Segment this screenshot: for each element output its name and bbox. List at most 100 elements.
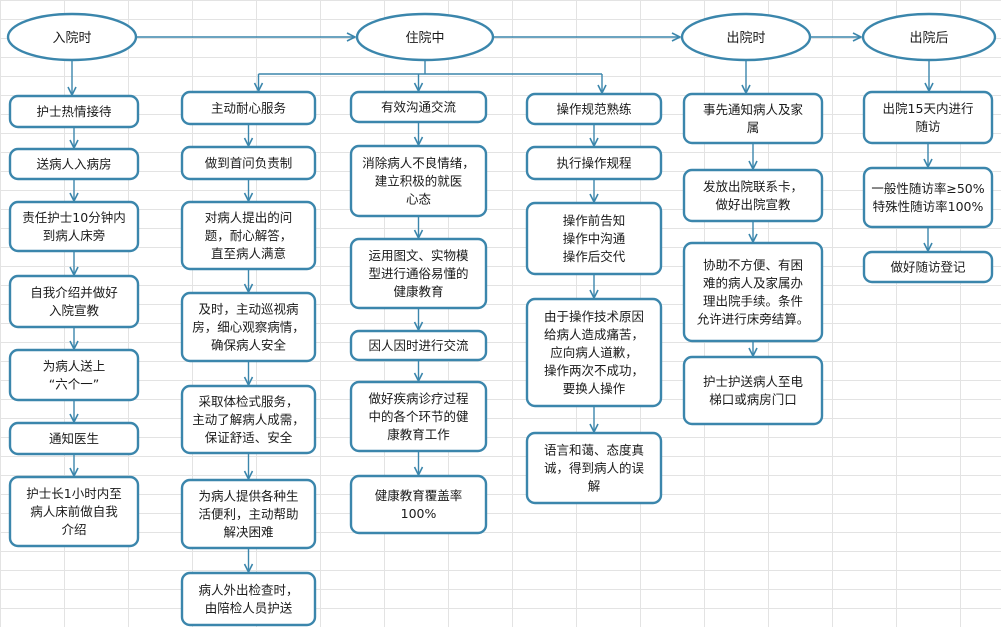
step-box: 护士长1小时内至病人床前做自我介绍 [8,475,140,548]
step-box: 出院15天内进行随访 [862,90,994,145]
phase-label: 住院中 [405,31,444,46]
step-box: 主动耐心服务 [180,90,317,126]
step-box: 做到首问负责制 [180,145,317,181]
step-box-frame [525,431,663,505]
step-box-text: 对病人提出的问题，耐心解答，直至病人满意 [205,210,293,261]
step-box: 执行操作规程 [525,145,663,181]
step-box-text: 病人外出检查时，由陪检人员护送 [198,583,298,616]
step-box-frame [682,92,824,145]
step-box-frame [349,380,488,453]
phase-inpatient: 住院中 [355,12,495,62]
step-box-text: 为病人提供各种生活便利，主动帮助解决困难 [198,489,298,540]
step-box-frame [349,474,488,535]
phase-label: 出院时 [726,31,765,46]
step-box-text: 送病人入病房 [36,157,111,172]
step-box-frame [862,166,994,229]
step-box-text: 及时，主动巡视病房，细心观察病情，确保病人安全 [192,302,305,353]
step-box-text: 出院15天内进行随访 [883,101,974,134]
nodes: 入院时 住院中 出院时 出院后护士热情接待送病人入病房责任护士10分钟内到病人床旁自我… [6,12,997,627]
step-box-text: 发放出院联系卡，做好出院宣教 [703,179,803,212]
phase-label: 入院时 [52,31,91,46]
column-c4: 操作规范熟练执行操作规程操作前告知操作中沟通操作后交代由于操作技术原因给病人造成… [525,92,663,505]
step-box-frame [180,384,317,455]
step-box-text: 协助不方便、有困难的病人及家属办理出院手续。条件允许进行床旁结算。 [697,258,810,327]
step-box: 操作规范熟练 [525,92,663,126]
column-c3: 有效沟通交流消除病人不良情绪，建立积极的就医心态运用图文、实物模型进行通俗易懂的… [349,90,488,535]
phase-ellipse [680,12,812,62]
phase-after: 出院后 [861,12,997,62]
step-box-text: 事先通知病人及家属 [703,102,804,135]
step-box: 对病人提出的问题，耐心解答，直至病人满意 [180,200,317,271]
step-box-text: 一般性随访率≥50%特殊性随访率100% [871,181,984,214]
step-box: 语言和蔼、态度真诚，得到病人的误解 [525,431,663,505]
step-box-text: 护士长1小时内至病人床前做自我介绍 [26,486,121,537]
step-box-frame [8,200,140,253]
phase-admission: 入院时 [6,12,138,62]
step-box: 一般性随访率≥50%特殊性随访率100% [862,166,994,229]
connectors [72,37,929,571]
step-box-frame [180,478,317,550]
step-box-text: 执行操作规程 [556,156,632,171]
step-box: 责任护士10分钟内到病人床旁 [8,200,140,253]
step-box: 为病人提供各种生活便利，主动帮助解决困难 [180,478,317,550]
step-box-text: 消除病人不良情绪，建立积极的就医心态 [362,156,475,207]
step-box-frame [682,355,824,426]
step-box-frame [8,274,140,329]
step-box: 为病人送上“六个一” [8,348,140,402]
step-box-frame [180,200,317,271]
step-box-frame [8,94,140,129]
step-box-frame [525,297,663,408]
step-box-frame [8,421,140,456]
step-box-text: 自我介绍并做好入院宣教 [30,285,118,318]
step-box-frame [525,145,663,181]
step-box-text: 护士护送病人至电梯口或病房门口 [703,374,804,407]
step-box-text: 做好疾病诊疗过程中的各个环节的健康教育工作 [368,391,469,442]
step-box: 自我介绍并做好入院宣教 [8,274,140,329]
step-box: 由于操作技术原因给病人造成痛苦，应向病人道歉，操作两次不成功，要换人操作 [525,297,663,408]
column-c2: 主动耐心服务做到首问负责制对病人提出的问题，耐心解答，直至病人满意及时，主动巡视… [180,90,317,627]
step-box-frame [180,571,317,627]
step-box: 操作前告知操作中沟通操作后交代 [525,201,663,276]
step-box-text: 责任护士10分钟内到病人床旁 [22,210,125,243]
step-box-frame [862,90,994,145]
step-box: 做好随访登记 [862,250,994,284]
step-box-text: 做到首问负责制 [205,156,293,171]
step-box-frame [180,291,317,363]
step-box-text: 语言和蔼、态度真诚，得到病人的误解 [544,443,645,494]
step-box-frame [180,90,317,126]
step-box-text: 因人因时进行交流 [368,338,469,353]
step-box: 运用图文、实物模型进行通俗易懂的健康教育 [349,237,488,310]
step-box-text: 操作前告知操作中沟通操作后交代 [563,213,626,264]
step-box-text: 做好随访登记 [890,260,966,275]
step-box-text: 有效沟通交流 [381,100,457,115]
step-box: 有效沟通交流 [349,90,488,124]
step-box-text: 运用图文、实物模型进行通俗易懂的健康教育 [368,248,469,299]
step-box-frame [8,348,140,402]
step-box-frame [349,329,488,362]
step-box-frame [349,144,488,218]
step-box-text: 采取体检式服务，主动了解病人成需，保证舒适、安全 [192,394,305,445]
step-box-text: 操作规范熟练 [556,102,632,117]
step-box: 通知医生 [8,421,140,456]
step-box-text: 主动耐心服务 [211,101,286,116]
step-box-text: 护士热情接待 [36,104,112,119]
phase-ellipse [6,12,138,62]
step-box: 护士护送病人至电梯口或病房门口 [682,355,824,426]
step-box-frame [682,241,824,343]
step-box: 事先通知病人及家属 [682,92,824,145]
step-box: 及时，主动巡视病房，细心观察病情，确保病人安全 [180,291,317,363]
step-box-frame [8,475,140,548]
column-c1: 护士热情接待送病人入病房责任护士10分钟内到病人床旁自我介绍并做好入院宣教为病人… [8,94,140,548]
step-box: 送病人入病房 [8,147,140,181]
phase-label: 出院后 [909,31,948,46]
step-box-frame [349,90,488,124]
step-box: 发放出院联系卡，做好出院宣教 [682,168,824,223]
step-box-frame [525,201,663,276]
step-box: 因人因时进行交流 [349,329,488,362]
step-box: 病人外出检查时，由陪检人员护送 [180,571,317,627]
step-box: 协助不方便、有困难的病人及家属办理出院手续。条件允许进行床旁结算。 [682,241,824,343]
step-box-text: 通知医生 [49,431,99,446]
